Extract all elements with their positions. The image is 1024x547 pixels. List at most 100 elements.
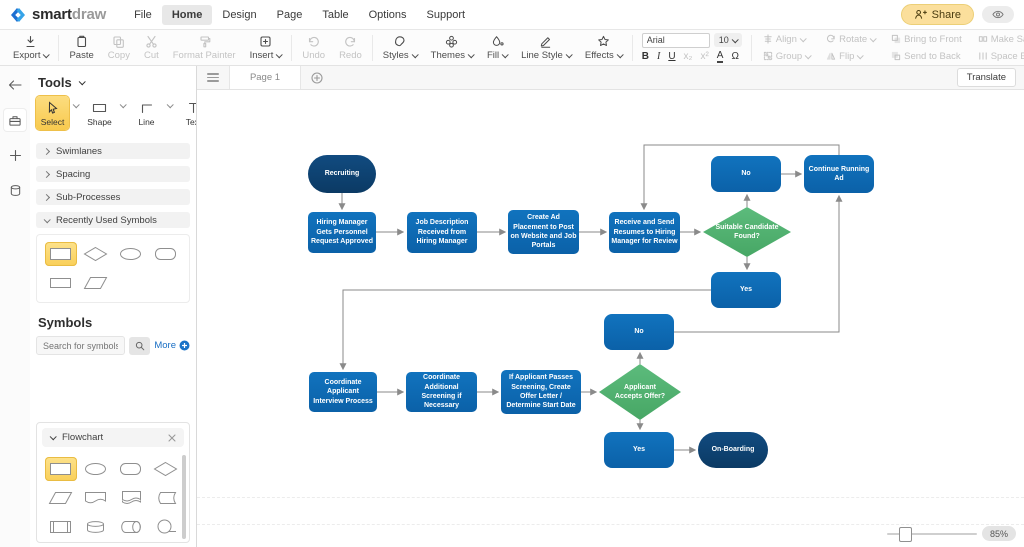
data-rail-button[interactable] xyxy=(4,179,26,201)
symbol-rect[interactable] xyxy=(45,242,77,266)
toolbox-rail-button[interactable] xyxy=(4,109,26,131)
flowchart-node-recruiting[interactable]: Recruiting xyxy=(308,155,376,193)
undo-button[interactable]: Undo xyxy=(295,35,332,61)
flip-button[interactable]: Flip xyxy=(826,51,875,62)
add-page-button[interactable] xyxy=(311,71,323,84)
rotate-button[interactable]: Rotate xyxy=(826,34,877,45)
flowchart-node-accepts-offer[interactable]: Applicant Accepts Offer? xyxy=(599,364,681,420)
symbol-ellipse[interactable] xyxy=(115,242,147,266)
format-painter-button[interactable]: Format Painter xyxy=(166,35,243,61)
themes-button[interactable]: Themes xyxy=(424,35,480,61)
font-color-button[interactable]: A xyxy=(716,49,724,63)
styles-button[interactable]: Styles xyxy=(376,35,424,61)
flowchart-node-no-2[interactable]: No xyxy=(604,314,674,350)
symbol-decision[interactable] xyxy=(80,242,112,266)
insert-button[interactable]: Insert xyxy=(243,35,289,61)
redo-button[interactable]: Redo xyxy=(332,35,369,61)
flowchart-category-header[interactable]: Flowchart xyxy=(42,428,184,447)
symbol-ellipse[interactable] xyxy=(80,457,112,481)
symbol-direct-access[interactable] xyxy=(115,515,147,539)
flowchart-node-receive-resumes[interactable]: Receive and Send Resumes to Hiring Manag… xyxy=(609,212,680,253)
flowchart-node-offer-letter[interactable]: If Applicant Passes Screening, Create Of… xyxy=(501,370,581,414)
cut-button[interactable]: Cut xyxy=(137,35,166,61)
chevron-down-icon[interactable] xyxy=(166,101,174,109)
tool-shape[interactable]: Shape xyxy=(83,96,116,130)
align-button[interactable]: Align xyxy=(763,34,810,45)
zoom-slider-handle[interactable] xyxy=(898,526,912,542)
symbol-parallelogram[interactable] xyxy=(80,271,112,295)
chevron-down-icon[interactable] xyxy=(72,101,80,109)
group-button[interactable]: Group xyxy=(763,51,812,62)
symbol-rounded[interactable] xyxy=(149,242,181,266)
flowchart-node-no-1[interactable]: No xyxy=(711,156,781,192)
symbol-multi-document[interactable] xyxy=(115,486,147,510)
flowchart-node-coordinate-interview[interactable]: Coordinate Applicant Interview Process xyxy=(309,372,377,412)
section-swimlanes[interactable]: Swimlanes xyxy=(36,143,190,159)
section-sub-processes[interactable]: Sub-Processes xyxy=(36,189,190,205)
subscript-button[interactable]: x₂ xyxy=(683,51,693,62)
share-button[interactable]: Share xyxy=(900,4,974,25)
flowchart-node-job-description[interactable]: Job Description Received from Hiring Man… xyxy=(407,212,477,253)
make-same-button[interactable]: Make Same xyxy=(978,34,1024,45)
symbol-stored-data[interactable] xyxy=(149,486,181,510)
flowchart-node-onboarding[interactable]: On-Boarding xyxy=(698,432,768,468)
flowchart-node-additional-screening[interactable]: Coordinate Additional Screening if Neces… xyxy=(406,372,477,412)
flowchart-node-hiring-request[interactable]: Hiring Manager Gets Personnel Request Ap… xyxy=(308,212,376,253)
symbol-rounded[interactable] xyxy=(115,457,147,481)
flowchart-node-yes-1[interactable]: Yes xyxy=(711,272,781,308)
bring-to-front-button[interactable]: Bring to Front xyxy=(891,34,962,45)
italic-button[interactable]: I xyxy=(656,51,661,62)
symbol-predefined[interactable] xyxy=(45,515,77,539)
underline-button[interactable]: U xyxy=(668,51,676,62)
tools-header[interactable]: Tools xyxy=(30,66,196,94)
flowchart-node-suitable-candidate[interactable]: Suitable Candidate Found? xyxy=(703,207,791,257)
section-spacing[interactable]: Spacing xyxy=(36,166,190,182)
symbol-magnetic-tape[interactable] xyxy=(149,515,181,539)
symbol-database[interactable] xyxy=(80,515,112,539)
paste-button[interactable]: Paste xyxy=(62,35,100,61)
menu-home[interactable]: Home xyxy=(161,4,213,25)
page-tab[interactable]: Page 1 xyxy=(229,66,301,89)
space-evenly-button[interactable]: Space Evenly xyxy=(978,51,1024,62)
translate-button[interactable]: Translate xyxy=(956,68,1016,87)
export-button[interactable]: Export xyxy=(6,35,55,61)
more-symbols-link[interactable]: More xyxy=(154,340,190,351)
symbol-decision[interactable] xyxy=(149,457,181,481)
tool-line[interactable]: Line xyxy=(130,96,163,130)
effects-button[interactable]: Effects xyxy=(578,35,629,61)
menu-page[interactable]: Page xyxy=(276,8,303,21)
symbol-rect2[interactable] xyxy=(45,271,77,295)
flowchart-node-yes-2[interactable]: Yes xyxy=(604,432,674,468)
menu-file[interactable]: File xyxy=(134,8,152,21)
font-size-dropdown[interactable]: 10 xyxy=(713,33,742,47)
superscript-button[interactable]: x² xyxy=(700,51,709,62)
symbol-rect[interactable] xyxy=(45,457,77,481)
tool-select[interactable]: Select xyxy=(36,96,69,130)
preview-button[interactable] xyxy=(982,6,1014,23)
symbol-parallelogram[interactable] xyxy=(45,486,77,510)
menu-support[interactable]: Support xyxy=(426,8,466,21)
send-to-back-button[interactable]: Send to Back xyxy=(891,51,962,62)
tool-text[interactable]: Text xyxy=(177,96,196,130)
flowchart-node-create-ad[interactable]: Create Ad Placement to Post on Website a… xyxy=(508,210,579,254)
menu-table[interactable]: Table xyxy=(322,8,349,21)
fill-button[interactable]: Fill xyxy=(480,35,514,61)
page-list-icon[interactable] xyxy=(207,73,219,82)
flowchart-node-continue-ad[interactable]: Continue Running Ad xyxy=(804,155,874,193)
search-input[interactable] xyxy=(36,336,126,355)
symbols-scrollbar[interactable] xyxy=(182,455,186,539)
section-recently-used[interactable]: Recently Used Symbols xyxy=(36,212,190,228)
bold-button[interactable]: B xyxy=(641,51,649,62)
close-icon[interactable] xyxy=(168,433,176,442)
line-style-button[interactable]: Line Style xyxy=(514,35,578,61)
back-button[interactable] xyxy=(4,74,26,96)
zoom-slider[interactable] xyxy=(886,526,977,542)
special-characters-button[interactable]: Ω xyxy=(731,51,739,62)
smartdraw-logo[interactable]: smartdraw xyxy=(10,6,106,23)
add-rail-button[interactable] xyxy=(4,144,26,166)
menu-design[interactable]: Design xyxy=(222,8,257,21)
copy-button[interactable]: Copy xyxy=(101,35,137,61)
menu-options[interactable]: Options xyxy=(368,8,407,21)
font-family-input[interactable] xyxy=(641,32,710,48)
